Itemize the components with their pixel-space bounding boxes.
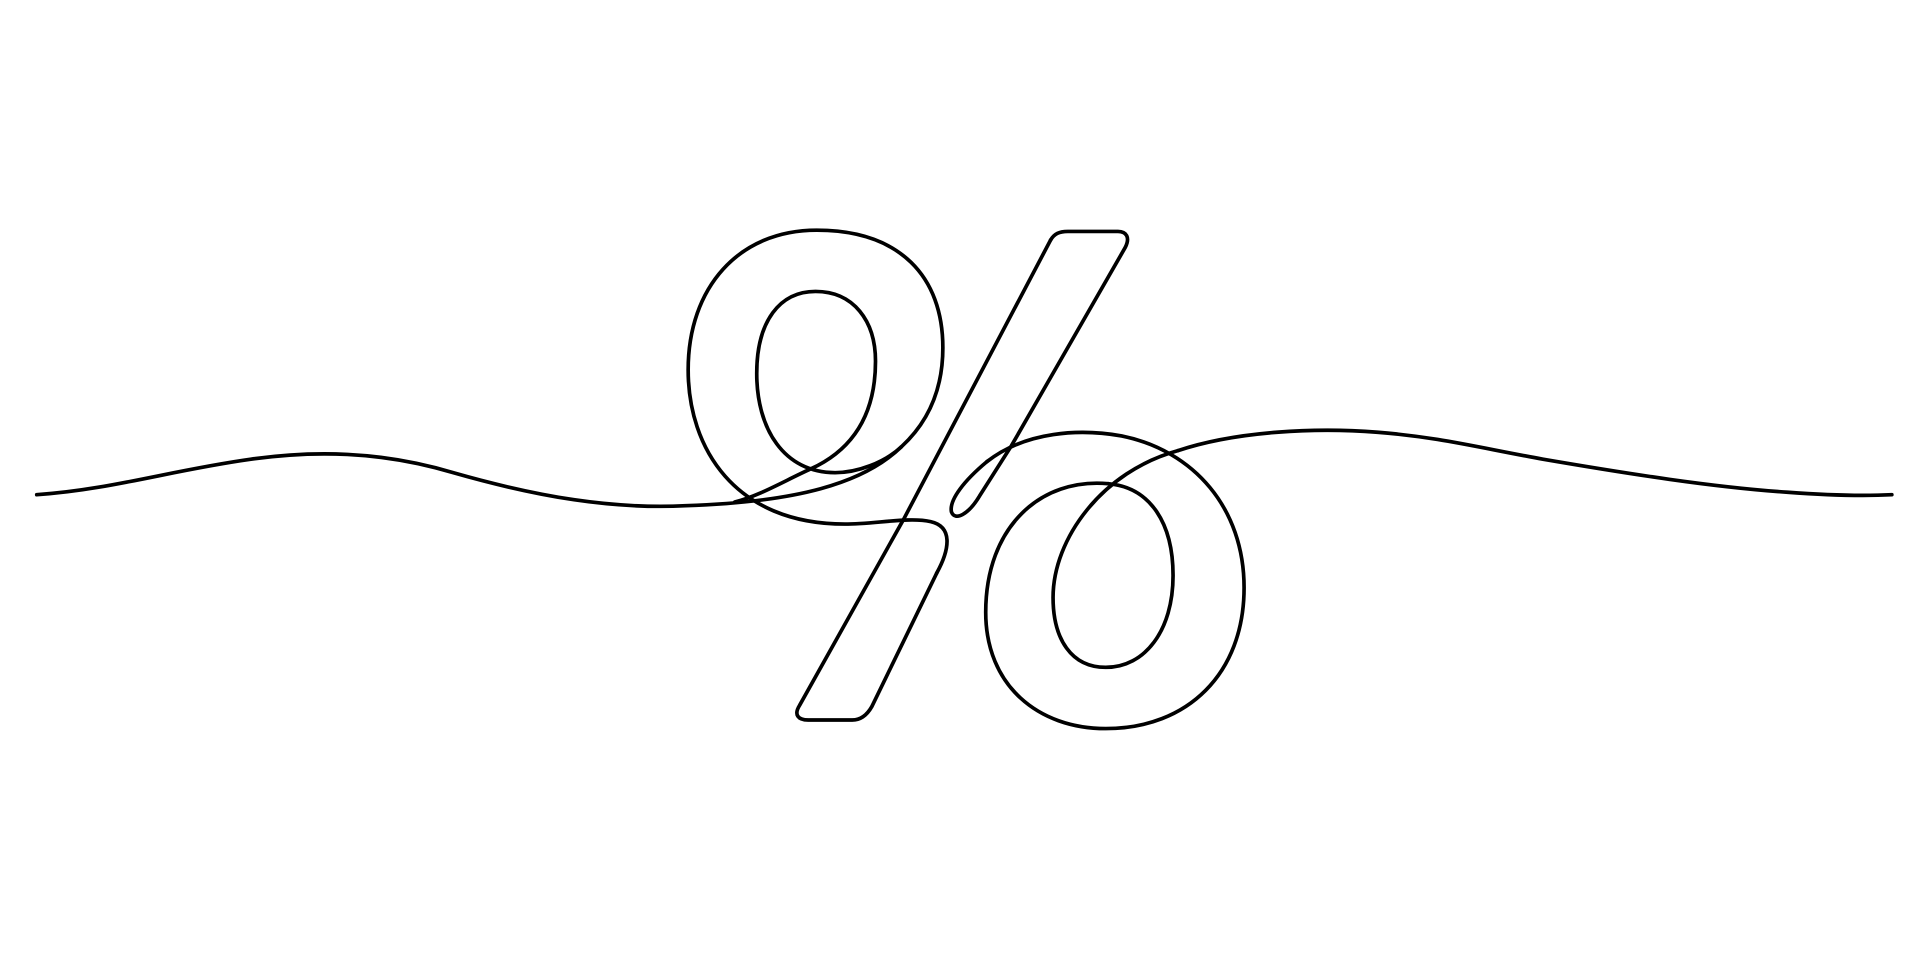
top-circle-outer-stroke [686,228,949,575]
left-wave-line [34,445,904,509]
right-wave-line [1176,428,1894,498]
top-circle-inner-loop [732,289,904,504]
bottom-circle-inner-loop [1051,448,1180,670]
slash-right-edge [949,229,1130,518]
bottom-circle-outer-stroke [983,430,1246,731]
slash-left-edge [795,238,1053,722]
